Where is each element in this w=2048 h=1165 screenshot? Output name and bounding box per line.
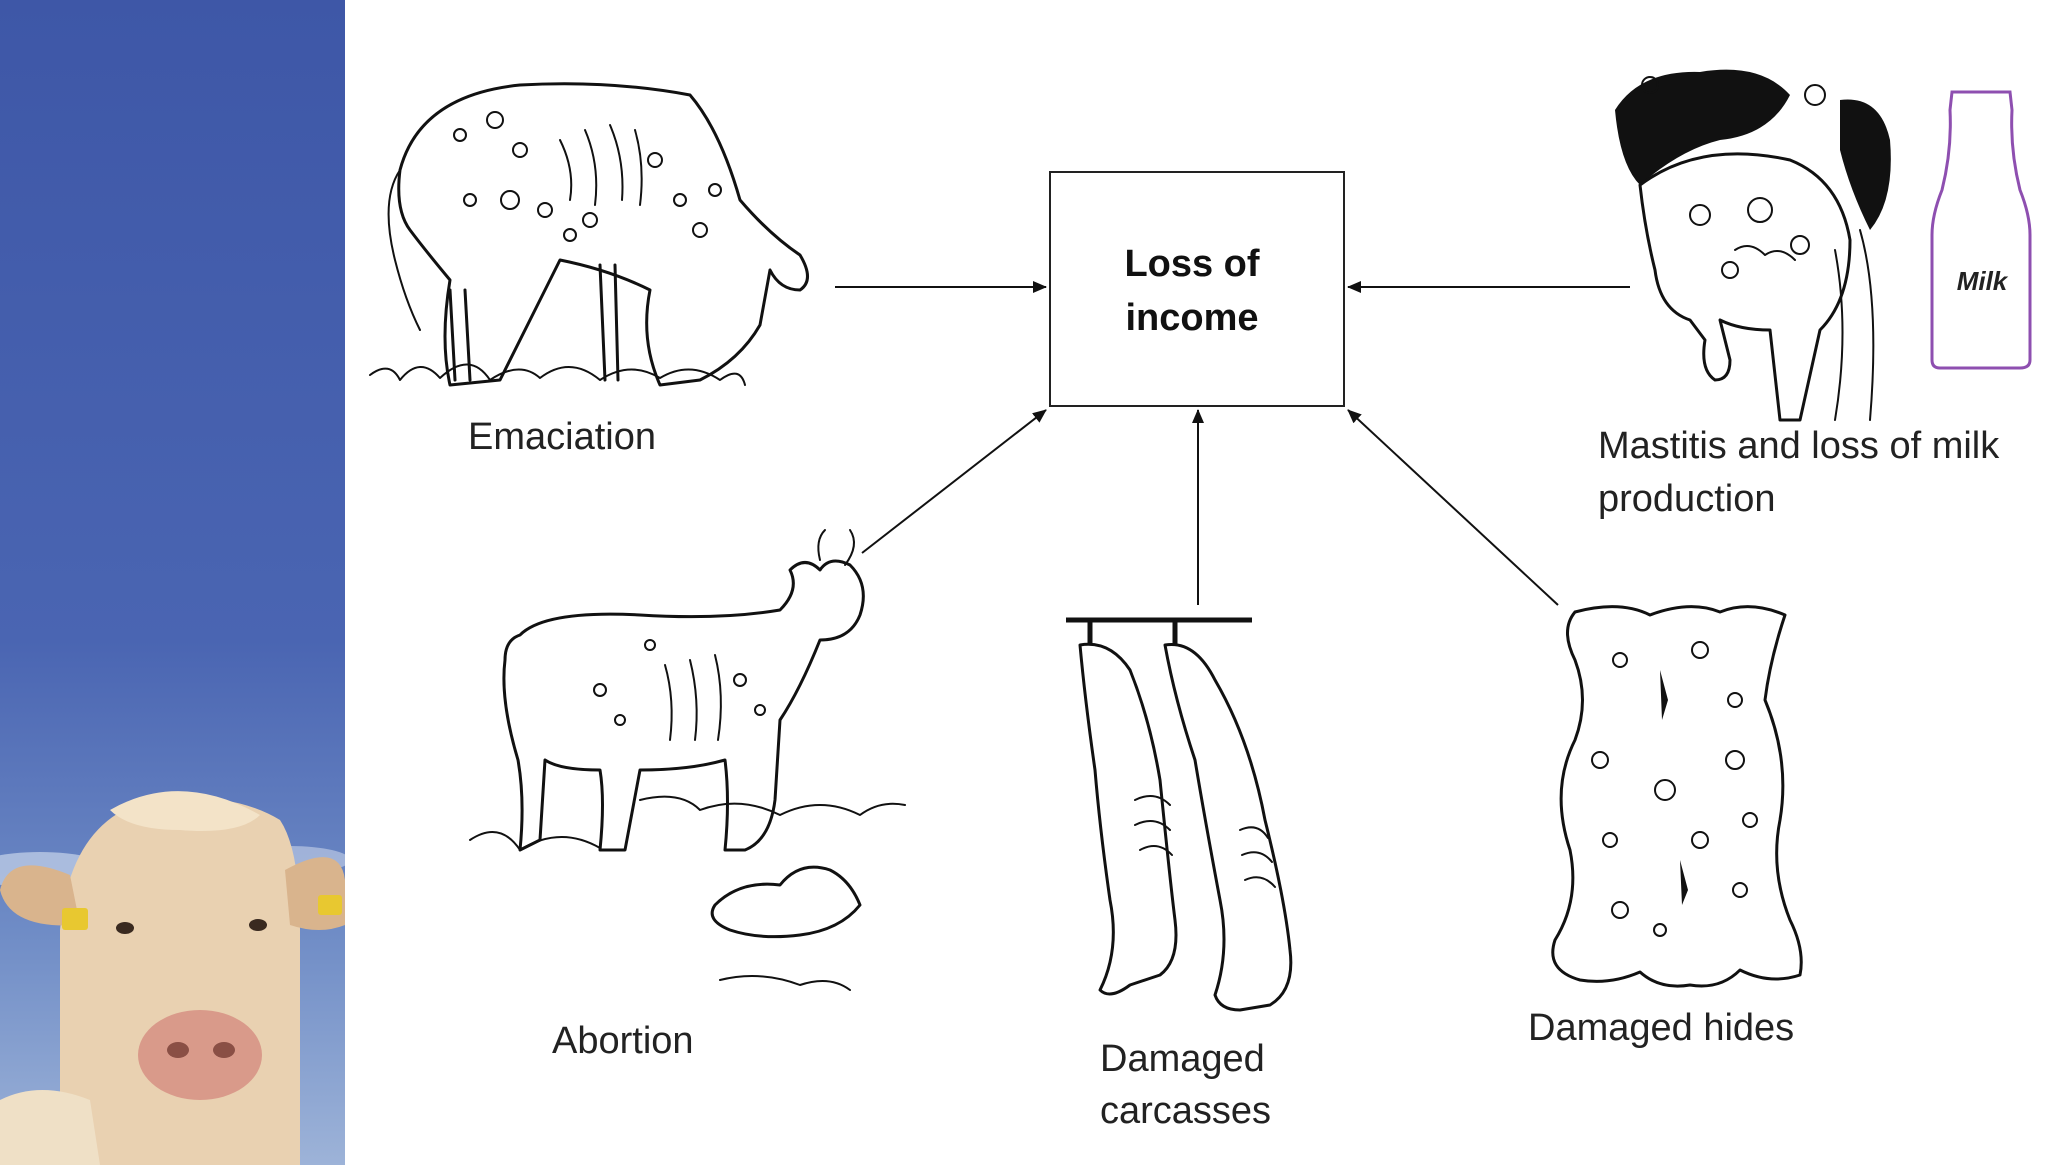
arrow-abortion	[862, 410, 1046, 553]
milk-bottle-illustration: Milk	[1932, 92, 2030, 368]
milk-bottle-label: Milk	[1957, 266, 2009, 296]
center-box: Loss of income	[1050, 172, 1344, 406]
label-mastitis-line2: production	[1598, 478, 1775, 520]
arrow-hides	[1348, 410, 1558, 605]
center-label-line2: income	[1125, 297, 1258, 339]
label-carcasses-line2: carcasses	[1100, 1090, 1271, 1132]
mastitis-udder-illustration	[1615, 70, 1891, 420]
label-emaciation: Emaciation	[468, 416, 656, 458]
center-label-line1: Loss of	[1124, 243, 1259, 285]
emaciated-cow-illustration	[370, 84, 808, 385]
label-carcasses-line1: Damaged	[1100, 1038, 1265, 1080]
abortion-cow-illustration	[470, 530, 905, 990]
carcasses-illustration	[1066, 620, 1291, 1010]
label-mastitis-line1: Mastitis and loss of milk	[1598, 425, 2000, 467]
label-hides: Damaged hides	[1528, 1007, 1794, 1049]
label-abortion: Abortion	[552, 1020, 694, 1062]
hides-illustration	[1553, 607, 1801, 986]
